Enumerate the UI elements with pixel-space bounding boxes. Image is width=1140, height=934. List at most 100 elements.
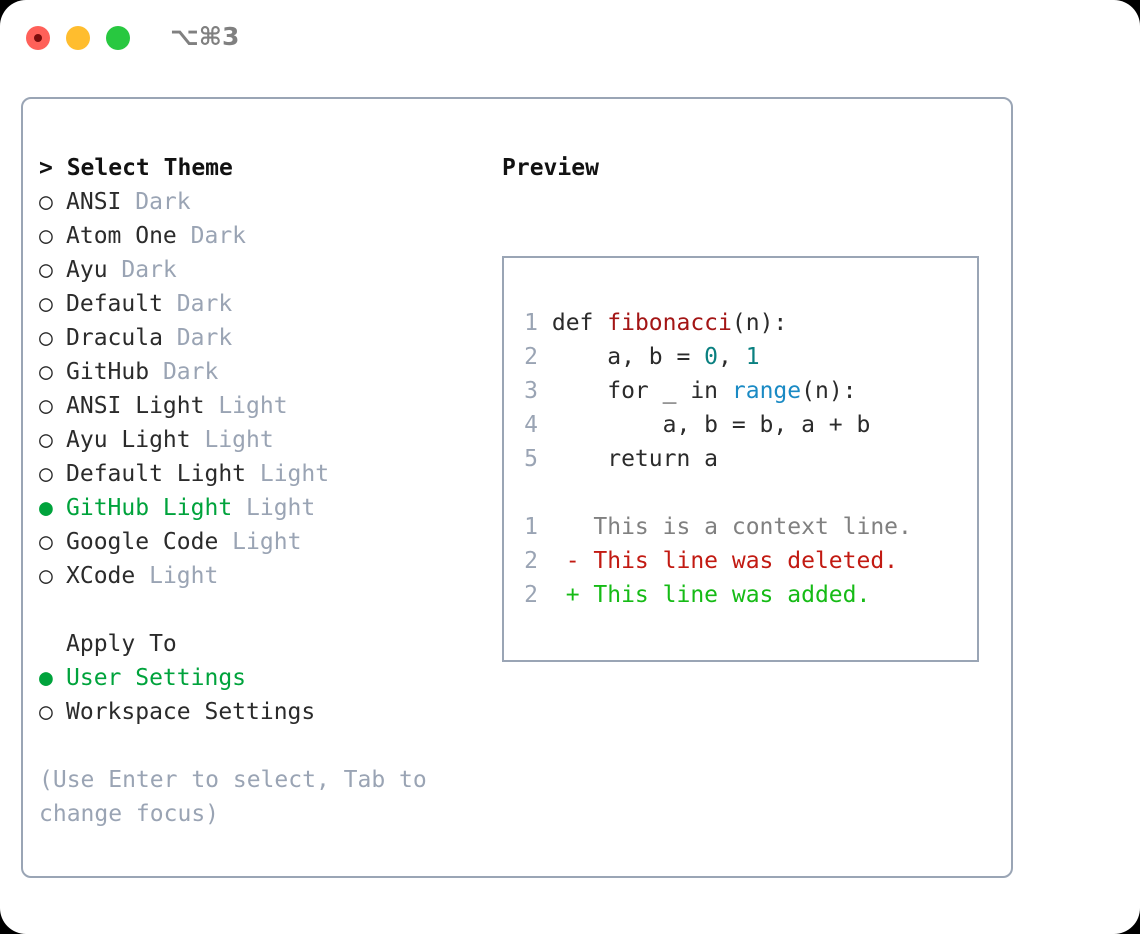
diff-line: 2 + This line was added. [524,578,912,612]
code-token: (n): [731,310,788,336]
theme-option-dracula[interactable]: ○ Dracula Dark [39,321,479,355]
apply-to-option-user-settings[interactable]: ● User Settings [39,661,479,695]
theme-variant-tag: Dark [107,257,177,283]
hint-line-2: change focus) [39,801,220,827]
theme-option-atom-one[interactable]: ○Atom One Dark [39,219,479,253]
theme-variant-tag: Light [135,563,219,589]
theme-selector-panel: > Select Theme ○ANSI Dark○Atom One Dark○… [21,97,1013,878]
theme-variant-tag: Light [218,529,302,555]
theme-option-label: Ayu Light [66,427,191,453]
diff-line-number: 2 [524,548,538,574]
theme-option-label: ANSI Light [66,393,205,419]
diff-line: 2 - This line was deleted. [524,544,912,578]
theme-option-label: Dracula [66,325,163,351]
title-bar: ⌥⌘3 [0,0,1140,78]
diff-line-number: 1 [524,514,538,540]
diff-line: 1 This is a context line. [524,510,912,544]
code-token: 1 [745,344,760,370]
diff-text: This is a context line. [579,514,912,540]
code-token: (n): [801,378,857,404]
theme-list-header: > Select Theme [39,155,233,181]
theme-option-label: GitHub Light [66,495,233,521]
radio-unselected-icon: ○ [39,223,53,249]
radio-unselected-icon: ○ [39,257,53,283]
diff-sign: + [538,582,580,608]
diff-text: This line was deleted. [579,548,899,574]
apply-to-option-workspace-settings[interactable]: ○ Workspace Settings [39,695,479,729]
theme-list-column: > Select Theme ○ANSI Dark○Atom One Dark○… [39,151,479,831]
code-token: def [538,310,608,336]
hint-line-1: (Use Enter to select, Tab to [39,767,427,793]
theme-option-label: Default Light [66,461,247,487]
radio-unselected-icon: ○ [39,699,53,725]
theme-option-google-code[interactable]: ○ Google Code Light [39,525,479,559]
theme-variant-tag: Dark [149,359,219,385]
theme-option-xcode[interactable]: ○XCode Light [39,559,479,593]
radio-unselected-icon: ○ [39,461,53,487]
theme-option-label: Default [66,291,163,317]
code-diff-gap [524,476,912,510]
code-line-number: 3 [524,378,538,404]
code-line: 1 def fibonacci(n): [524,306,912,340]
code-token: a, b = [538,344,705,370]
theme-list[interactable]: ○ANSI Dark○Atom One Dark○Ayu Dark○Defaul… [39,185,479,593]
apply-to-list[interactable]: ● User Settings ○ Workspace Settings [39,661,479,729]
theme-option-ansi[interactable]: ○ ANSI Dark [39,185,479,219]
code-token: 0 [704,344,719,370]
theme-option-label: Google Code [66,529,219,555]
theme-option-label: ANSI [66,189,122,215]
radio-unselected-icon: ○ [39,325,53,351]
apply-to-header: Apply To [39,627,479,661]
theme-variant-tag: Dark [162,325,233,351]
theme-variant-tag: Dark [162,291,233,317]
theme-option-default-light[interactable]: ○Default Light Light [39,457,479,491]
diff-text: This line was added. [579,582,871,608]
radio-unselected-icon: ○ [39,563,53,589]
radio-unselected-icon: ○ [39,291,53,317]
theme-option-default[interactable]: ○ Default Dark [39,287,479,321]
minimize-button[interactable] [66,26,90,50]
maximize-button[interactable] [106,26,130,50]
code-line: 2 a, b = 0, 1 [524,340,912,374]
apply-to-header-indent [39,627,66,661]
close-button[interactable] [26,26,50,50]
hint-spacer [39,729,479,763]
code-token: , [718,344,746,370]
apply-to-option-label: Workspace Settings [66,699,316,725]
theme-option-ansi-light[interactable]: ○ ANSI Light Light [39,389,479,423]
theme-variant-tag: Light [190,427,274,453]
radio-unselected-icon: ○ [39,393,53,419]
code-line-number: 2 [524,344,538,370]
radio-unselected-icon: ○ [39,529,53,555]
code-token: return a [538,446,719,472]
keyboard-shortcut-label: ⌥⌘3 [170,22,240,51]
radio-selected-icon: ● [39,665,53,691]
theme-option-label: GitHub [66,359,150,385]
code-line: 5 return a [524,442,912,476]
code-line-number: 4 [524,412,538,438]
code-line-number: 1 [524,310,538,336]
close-icon [34,34,42,42]
preview-column: Preview 1 def fibonacci(n):2 a, b = 0, 1… [502,151,1002,662]
theme-option-github[interactable]: ○GitHub Dark [39,355,479,389]
preview-title: Preview [502,155,599,181]
diff-sign: - [538,548,580,574]
radio-unselected-icon: ○ [39,427,53,453]
radio-unselected-icon: ○ [39,189,53,215]
code-token: range [731,378,802,404]
theme-variant-tag: Light [204,393,288,419]
theme-option-ayu-light[interactable]: ○ Ayu Light Light [39,423,479,457]
theme-option-github-light[interactable]: ●GitHub Light Light [39,491,479,525]
code-line-number: 5 [524,446,538,472]
theme-option-label: Ayu [66,257,108,283]
theme-option-ayu[interactable]: ○ Ayu Dark [39,253,479,287]
theme-variant-tag: Dark [121,189,191,215]
code-line: 4 a, b = b, a + b [524,408,912,442]
section-spacer [39,593,479,627]
diff-line-number: 2 [524,582,538,608]
apply-to-option-label: User Settings [66,665,247,691]
theme-variant-tag: Light [232,495,316,521]
code-token: a, b = b, a + b [538,412,871,438]
